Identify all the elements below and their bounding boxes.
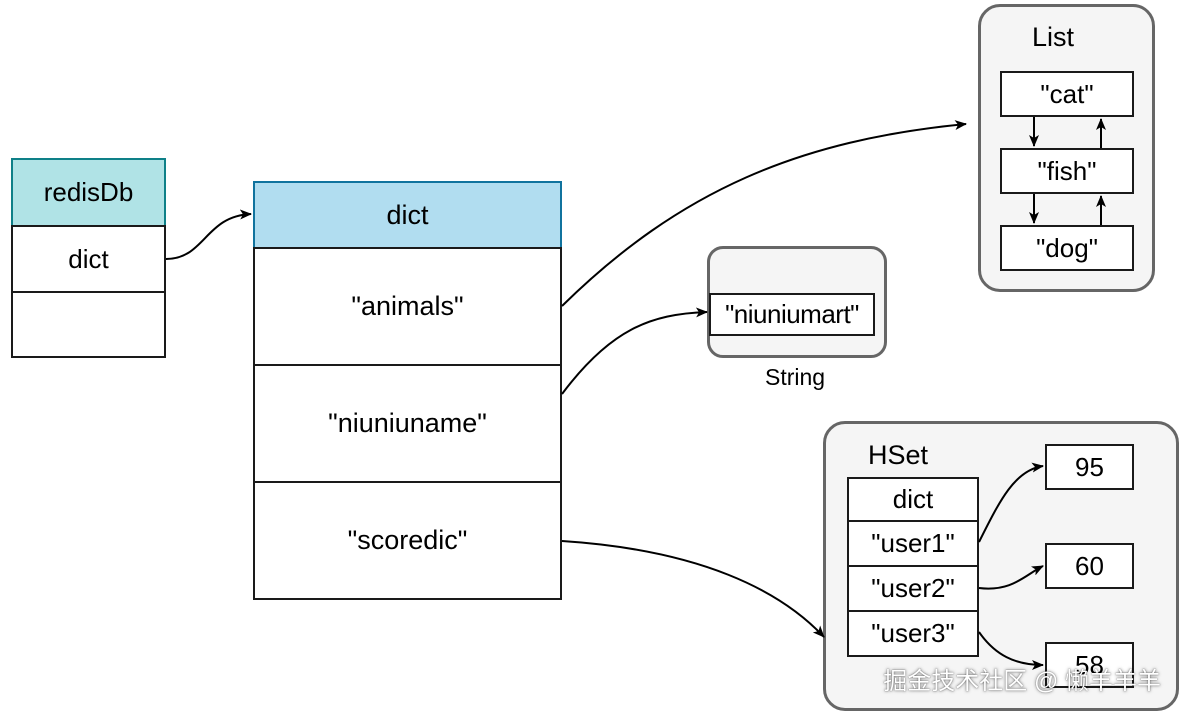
- hset-value-label: 58: [1075, 649, 1104, 680]
- hset-value-95: 95: [1045, 444, 1134, 490]
- list-item-dog: "dog": [1000, 225, 1134, 271]
- dict-key-label: "animals": [351, 291, 464, 321]
- arrow-scoredic-to-hset: [561, 540, 825, 638]
- list-item-fish: "fish": [1000, 148, 1134, 194]
- hset-dict-label: dict: [892, 484, 934, 514]
- hset-value-60: 60: [1045, 543, 1134, 589]
- string-caption: String: [765, 364, 826, 390]
- arrow-redisdb-to-dict: [165, 209, 252, 260]
- hset-field-label: "user2": [871, 573, 955, 603]
- string-value: "niuniumart": [709, 293, 875, 336]
- dict-key-niuniuname: "niuniuname": [253, 364, 562, 483]
- redisdb-header: redisDb: [11, 158, 166, 227]
- list-title: List: [1032, 22, 1075, 52]
- redisdb-dict-field: dict: [11, 225, 166, 293]
- hset-value-label: 60: [1075, 550, 1104, 581]
- hset-field-label: "user3": [871, 618, 955, 648]
- dict-key-scoredic: "scoredic": [253, 481, 562, 600]
- redisdb-empty-row: [11, 291, 166, 358]
- list-item-label: "dog": [1036, 232, 1098, 263]
- arrow-niuniuname-to-string: [561, 307, 708, 395]
- dict-key-animals: "animals": [253, 247, 562, 366]
- hset-field-label: "user1": [871, 528, 955, 558]
- hset-field-user3: "user3": [847, 610, 979, 657]
- hset-value-58: 58: [1045, 642, 1134, 688]
- string-value-label: "niuniumart": [725, 299, 859, 329]
- list-item-cat: "cat": [1000, 71, 1134, 117]
- hset-title: HSet: [868, 440, 929, 470]
- list-item-label: "fish": [1037, 155, 1097, 186]
- hset-field-user2: "user2": [847, 565, 979, 612]
- dict-header-label: dict: [386, 199, 429, 230]
- hset-dict-header: dict: [847, 477, 979, 522]
- redisdb-dict-label: dict: [68, 243, 109, 274]
- redisdb-header-label: redisDb: [43, 177, 134, 207]
- dict-key-label: "scoredic": [347, 525, 468, 555]
- watermark-text: 掘金技术社区 @ 懒羊羊羊: [883, 668, 1161, 695]
- dict-header: dict: [253, 181, 562, 249]
- list-item-label: "cat": [1040, 78, 1094, 109]
- dict-key-label: "niuniuname": [328, 408, 487, 438]
- hset-value-label: 95: [1075, 451, 1104, 482]
- hset-field-user1: "user1": [847, 520, 979, 567]
